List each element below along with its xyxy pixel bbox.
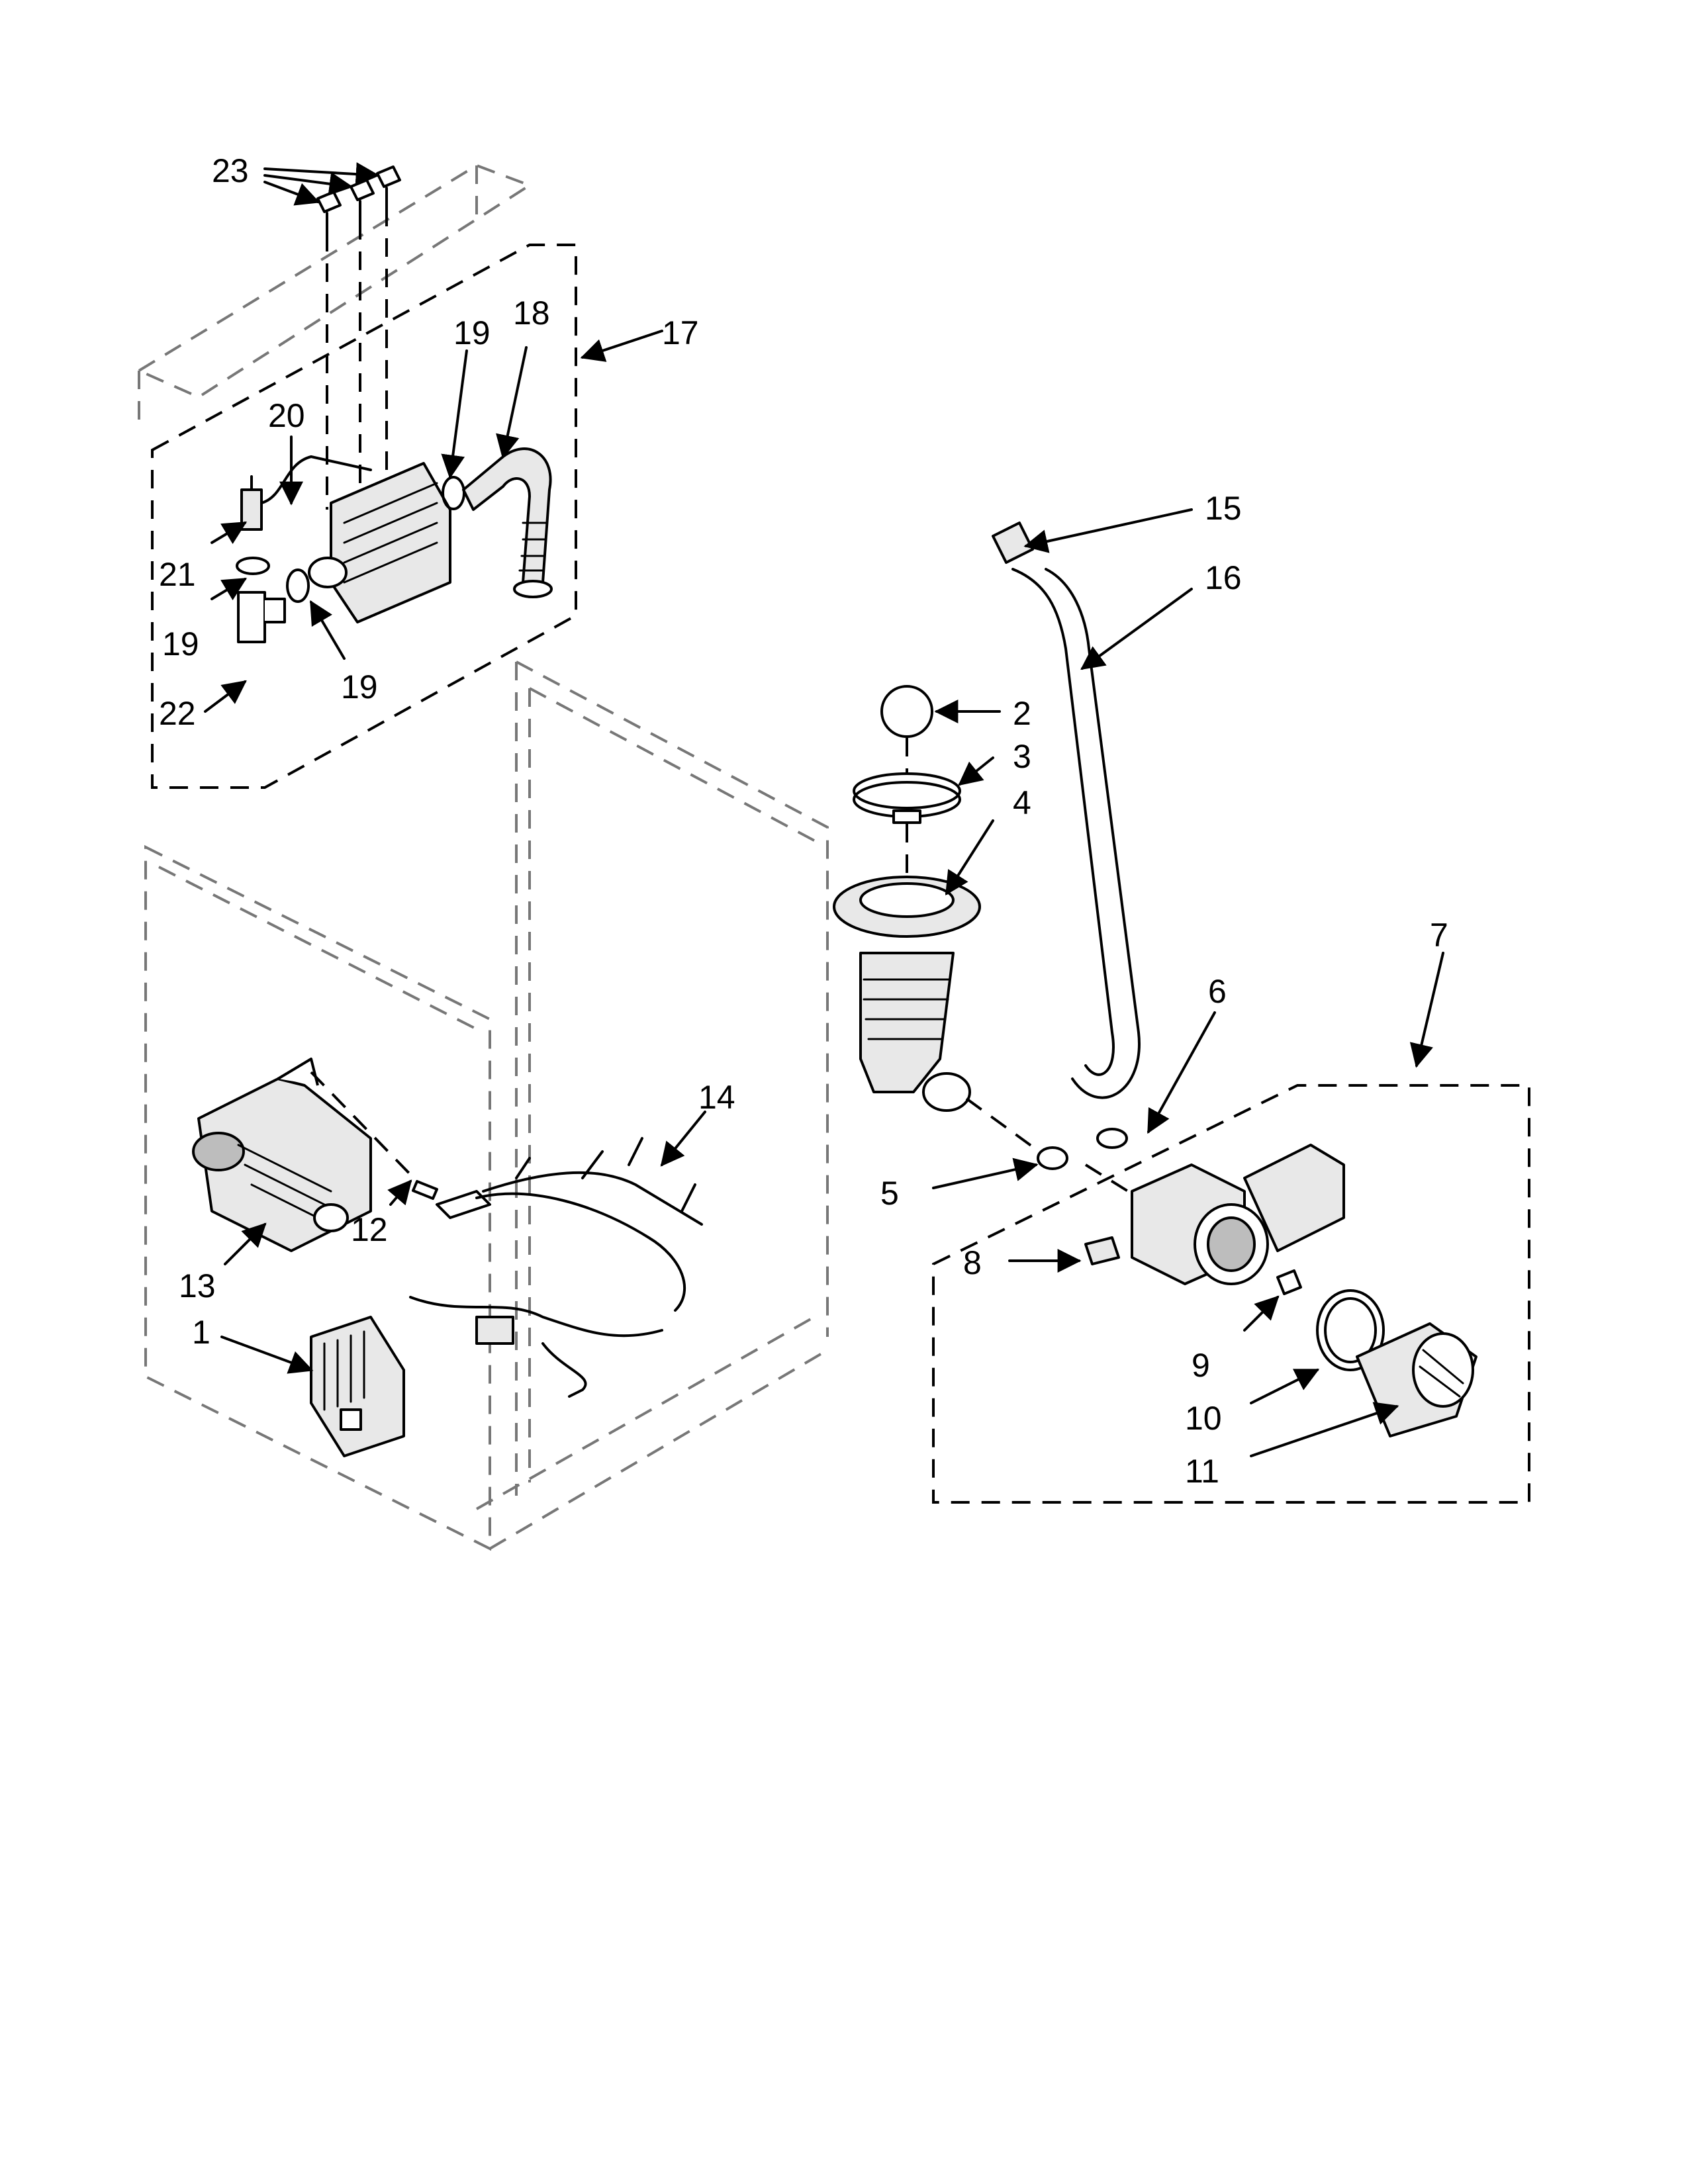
callout-3: 3 [1013,738,1031,775]
o-ring-19-top [442,476,465,510]
callout-8: 8 [963,1244,982,1281]
callout-17: 17 [662,314,699,351]
callout-19-top: 19 [453,314,491,351]
callout-10: 10 [1185,1400,1222,1437]
gasket-10 [1316,1289,1385,1371]
cabinet-frame-outline [136,163,829,1551]
drain-pump-7 [1131,1144,1345,1285]
heater-housing-17 [308,462,451,623]
callout-19-left: 19 [162,625,199,662]
hose-guide-line [965,1097,1140,1199]
callout-14: 14 [698,1079,735,1116]
callout-9: 9 [1192,1347,1210,1384]
callout-12: 12 [351,1211,388,1248]
callout-arrows [204,162,1444,1457]
o-ring-19-right [286,569,310,603]
temperature-sensor-21 [240,455,372,531]
drain-filter-cap-11 [1356,1322,1477,1437]
callout-23: 23 [212,152,249,189]
callout-7: 7 [1430,917,1448,954]
callout-5: 5 [880,1175,899,1212]
heater-hose-18 [462,447,553,598]
screw-23-a [316,191,342,234]
pump-bracket-8 [1084,1236,1120,1265]
mounting-bolt-12 [310,1071,438,1200]
callout-22: 22 [159,695,196,732]
hose-clamp-6 [1096,1128,1128,1149]
callout-6: 6 [1208,973,1227,1010]
callout-19-right: 19 [341,668,378,705]
hose-clamp-5 [1037,1146,1068,1170]
o-ring-19-left [236,557,270,575]
callout-1: 1 [192,1314,211,1351]
ball-2 [880,685,933,738]
callout-21: 21 [159,556,196,593]
screw-23-c [376,165,401,209]
pump-assembly-enclosure-7 [932,1084,1530,1504]
wire-harness-14 [409,1137,703,1398]
tub-sump-4 [833,876,981,1112]
callout-18: 18 [513,295,550,332]
screw-23-b [350,179,375,222]
drive-motor-13 [192,1058,372,1252]
callout-15: 15 [1205,490,1242,527]
callout-16: 16 [1205,559,1242,596]
clamp-3 [853,772,961,824]
filter-plug-9 [1276,1269,1302,1295]
callout-13: 13 [179,1267,216,1304]
callout-11: 11 [1185,1453,1219,1490]
callout-4: 4 [1013,784,1031,821]
heater-tee-22 [237,591,286,643]
motor-control-unit-1 [310,1316,405,1457]
hose-clip-15 [992,522,1034,564]
screw-guide-lines [326,208,388,510]
callout-20: 20 [268,397,305,434]
drain-hose-16 [1011,568,1141,1099]
callout-2: 2 [1013,695,1031,732]
